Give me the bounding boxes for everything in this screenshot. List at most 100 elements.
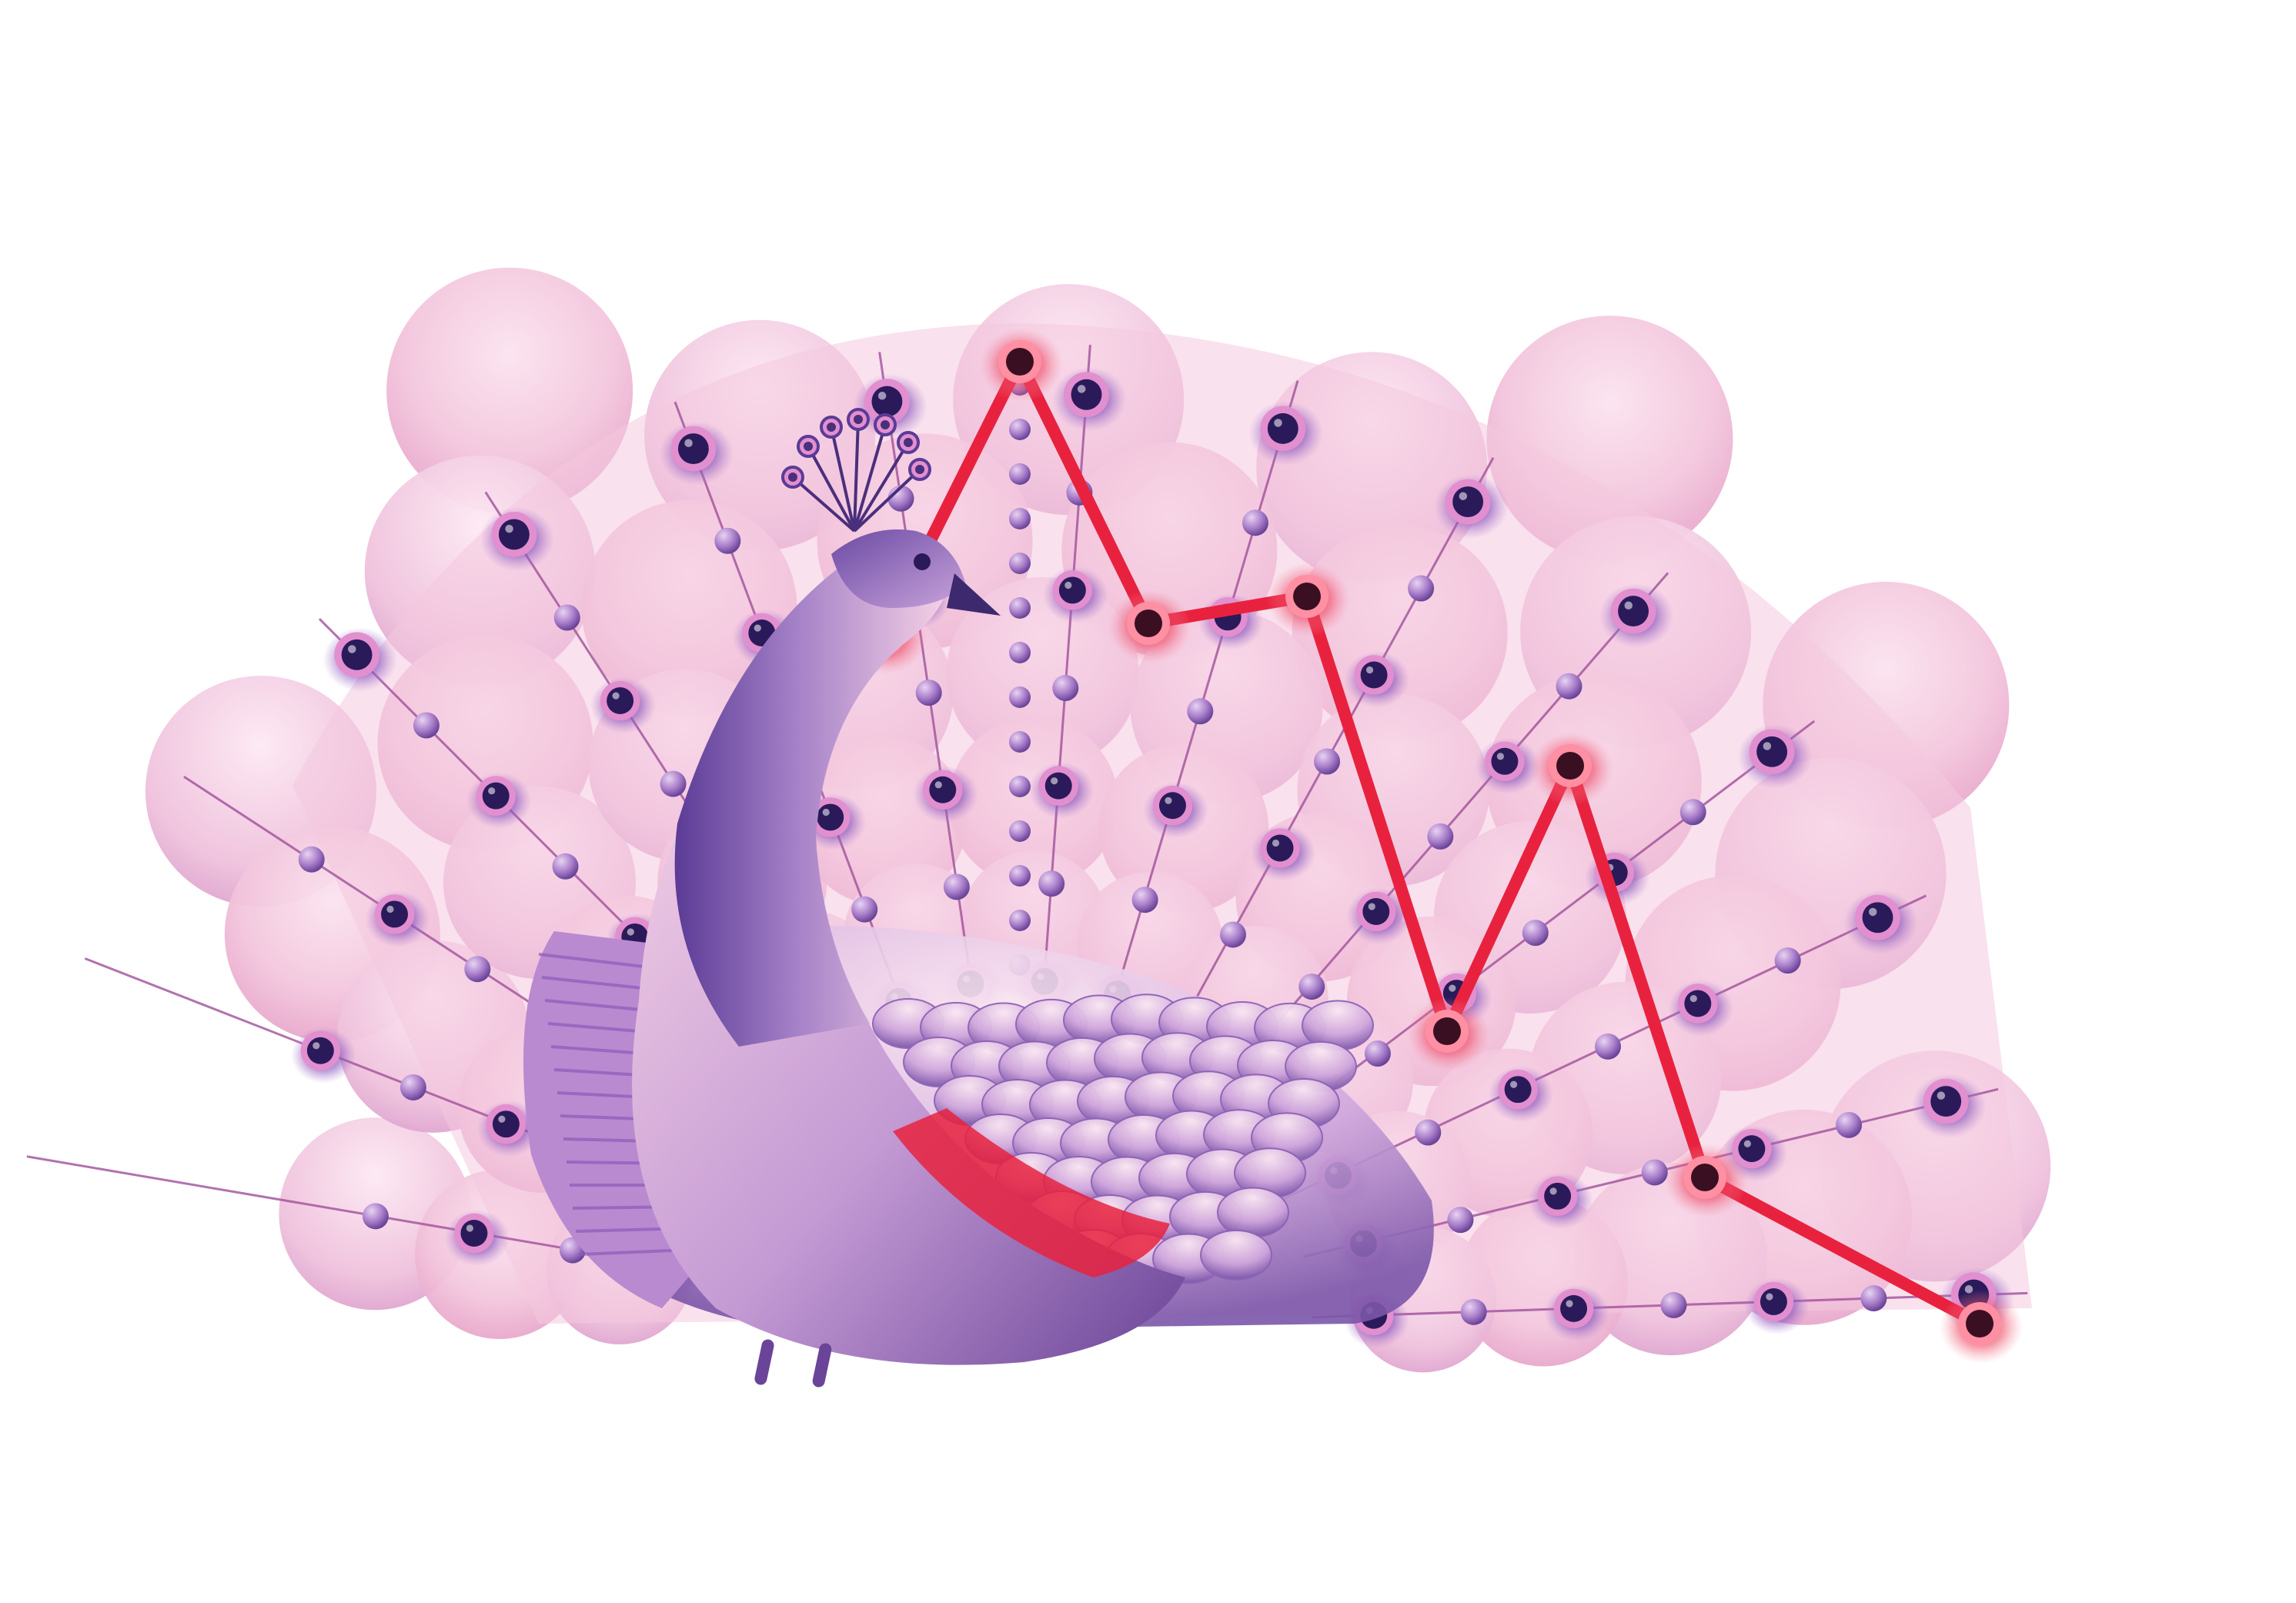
spine-bead xyxy=(1009,731,1031,753)
feather-eye-glint xyxy=(1459,492,1468,500)
crest-tip-core xyxy=(788,473,797,482)
crest-stem xyxy=(853,468,921,533)
fan-bead xyxy=(1314,748,1341,775)
spine-bead xyxy=(1009,686,1031,708)
trend-node-core xyxy=(1966,1310,1994,1338)
feather-eye-core xyxy=(1756,736,1788,767)
feather-eye-glint xyxy=(822,808,830,817)
fan-bead xyxy=(851,896,878,923)
feather-eye-core xyxy=(677,433,709,465)
feather-eye-core xyxy=(1267,412,1298,444)
fan-bead xyxy=(1460,1298,1487,1325)
feather-eye-glint xyxy=(934,781,942,789)
fan-bead xyxy=(1679,799,1706,826)
fan-bead xyxy=(1774,947,1801,974)
spine-bead xyxy=(1009,642,1031,663)
fan-bead xyxy=(943,873,970,900)
crest-tip-core xyxy=(804,442,813,451)
fan-bead xyxy=(1219,921,1246,948)
feather-eye-core xyxy=(1738,1135,1766,1163)
feather-eye-glint xyxy=(505,524,513,533)
back-feather-stripe xyxy=(578,1248,690,1256)
feather-eye-core xyxy=(1362,897,1390,925)
fan-bead xyxy=(1427,823,1454,850)
spine-bead xyxy=(1009,776,1031,797)
fan-bead xyxy=(552,853,579,880)
crest-tip-core xyxy=(915,465,924,474)
fan-bead xyxy=(1556,673,1582,700)
crest-stem xyxy=(791,476,856,533)
feather-eye-core xyxy=(1684,990,1712,1017)
feather-eye-glint xyxy=(386,905,394,913)
crest-stem xyxy=(853,419,860,532)
feather-eye-glint xyxy=(312,1042,320,1050)
crest-tip-core xyxy=(827,422,836,432)
feather-eye-glint xyxy=(1624,601,1633,610)
crest-stem xyxy=(830,426,856,532)
fan-bead xyxy=(660,770,687,797)
feather-eye-glint xyxy=(627,928,634,936)
fan-bead xyxy=(1131,887,1158,913)
spine-bead xyxy=(1009,865,1031,887)
spine-bead xyxy=(1009,419,1031,440)
crest-tip-core xyxy=(881,420,890,429)
feather-eye-glint xyxy=(466,1224,474,1232)
feather-eye-glint xyxy=(498,1115,506,1123)
feather-eye-core xyxy=(482,782,510,810)
feather-eye-glint xyxy=(1077,385,1086,393)
feather-eye-glint xyxy=(1496,753,1505,760)
feather-eye-glint xyxy=(488,787,496,795)
peacock-beak xyxy=(947,573,1001,616)
trend-node-core xyxy=(1433,1017,1461,1045)
feather-eye-glint xyxy=(1566,1300,1573,1307)
crest-stem xyxy=(807,446,856,532)
feather-eye-glint xyxy=(754,624,761,632)
feather-eye-core xyxy=(1071,379,1102,410)
fan-bead xyxy=(413,712,439,739)
peacock-head xyxy=(831,529,966,608)
fan-bead xyxy=(1594,1033,1621,1060)
fan-bead xyxy=(915,680,942,706)
feather-eye-glint xyxy=(1365,666,1374,674)
spine-bead xyxy=(1009,910,1031,931)
fan-bead xyxy=(1415,1119,1442,1146)
feather-eye-glint xyxy=(1868,907,1877,917)
feather-eye-glint xyxy=(1449,984,1456,992)
fan-bead xyxy=(1860,1285,1887,1312)
feather-eye-glint xyxy=(348,645,356,653)
feather-eye-glint xyxy=(1368,903,1375,910)
fan-bead xyxy=(1660,1291,1687,1318)
fan-bead xyxy=(553,604,580,631)
feather-eye-core xyxy=(1044,772,1072,800)
trend-node-core xyxy=(1293,583,1321,610)
fan-bead xyxy=(1836,1111,1863,1138)
feather-eye-glint xyxy=(1937,1091,1946,1100)
feather-eye-core xyxy=(1058,576,1086,604)
feather-eye-glint xyxy=(612,692,620,700)
fan-bead xyxy=(362,1203,389,1230)
feather-eye-glint xyxy=(1510,1080,1518,1088)
fan-bead xyxy=(1408,575,1435,602)
fan-bead xyxy=(1038,870,1065,897)
feather-eye-core xyxy=(1504,1076,1532,1104)
feather-eye-core xyxy=(1360,661,1388,689)
peacock-leg xyxy=(812,1343,832,1388)
fan-bead xyxy=(714,527,741,554)
feather-eye-core xyxy=(1452,486,1484,517)
feather-eye-core xyxy=(1544,1182,1572,1210)
fan-bead xyxy=(887,485,914,512)
feather-eye-core xyxy=(1158,792,1186,820)
feather-eye-core xyxy=(498,519,530,550)
fan-bead xyxy=(1298,973,1325,1000)
feather-eye-glint xyxy=(1743,1140,1751,1147)
crest-tip-core xyxy=(904,438,913,447)
crest-stem xyxy=(853,424,887,532)
feather-eye-core xyxy=(381,900,409,928)
feather-eye-core xyxy=(817,803,844,831)
peacock-leg xyxy=(754,1339,774,1385)
feather-eye-core xyxy=(460,1219,488,1247)
fan-bead xyxy=(1052,675,1079,702)
feather-eye-core xyxy=(1930,1086,1962,1117)
spine-bead xyxy=(1009,508,1031,529)
feather-eye-glint xyxy=(1766,1293,1773,1301)
